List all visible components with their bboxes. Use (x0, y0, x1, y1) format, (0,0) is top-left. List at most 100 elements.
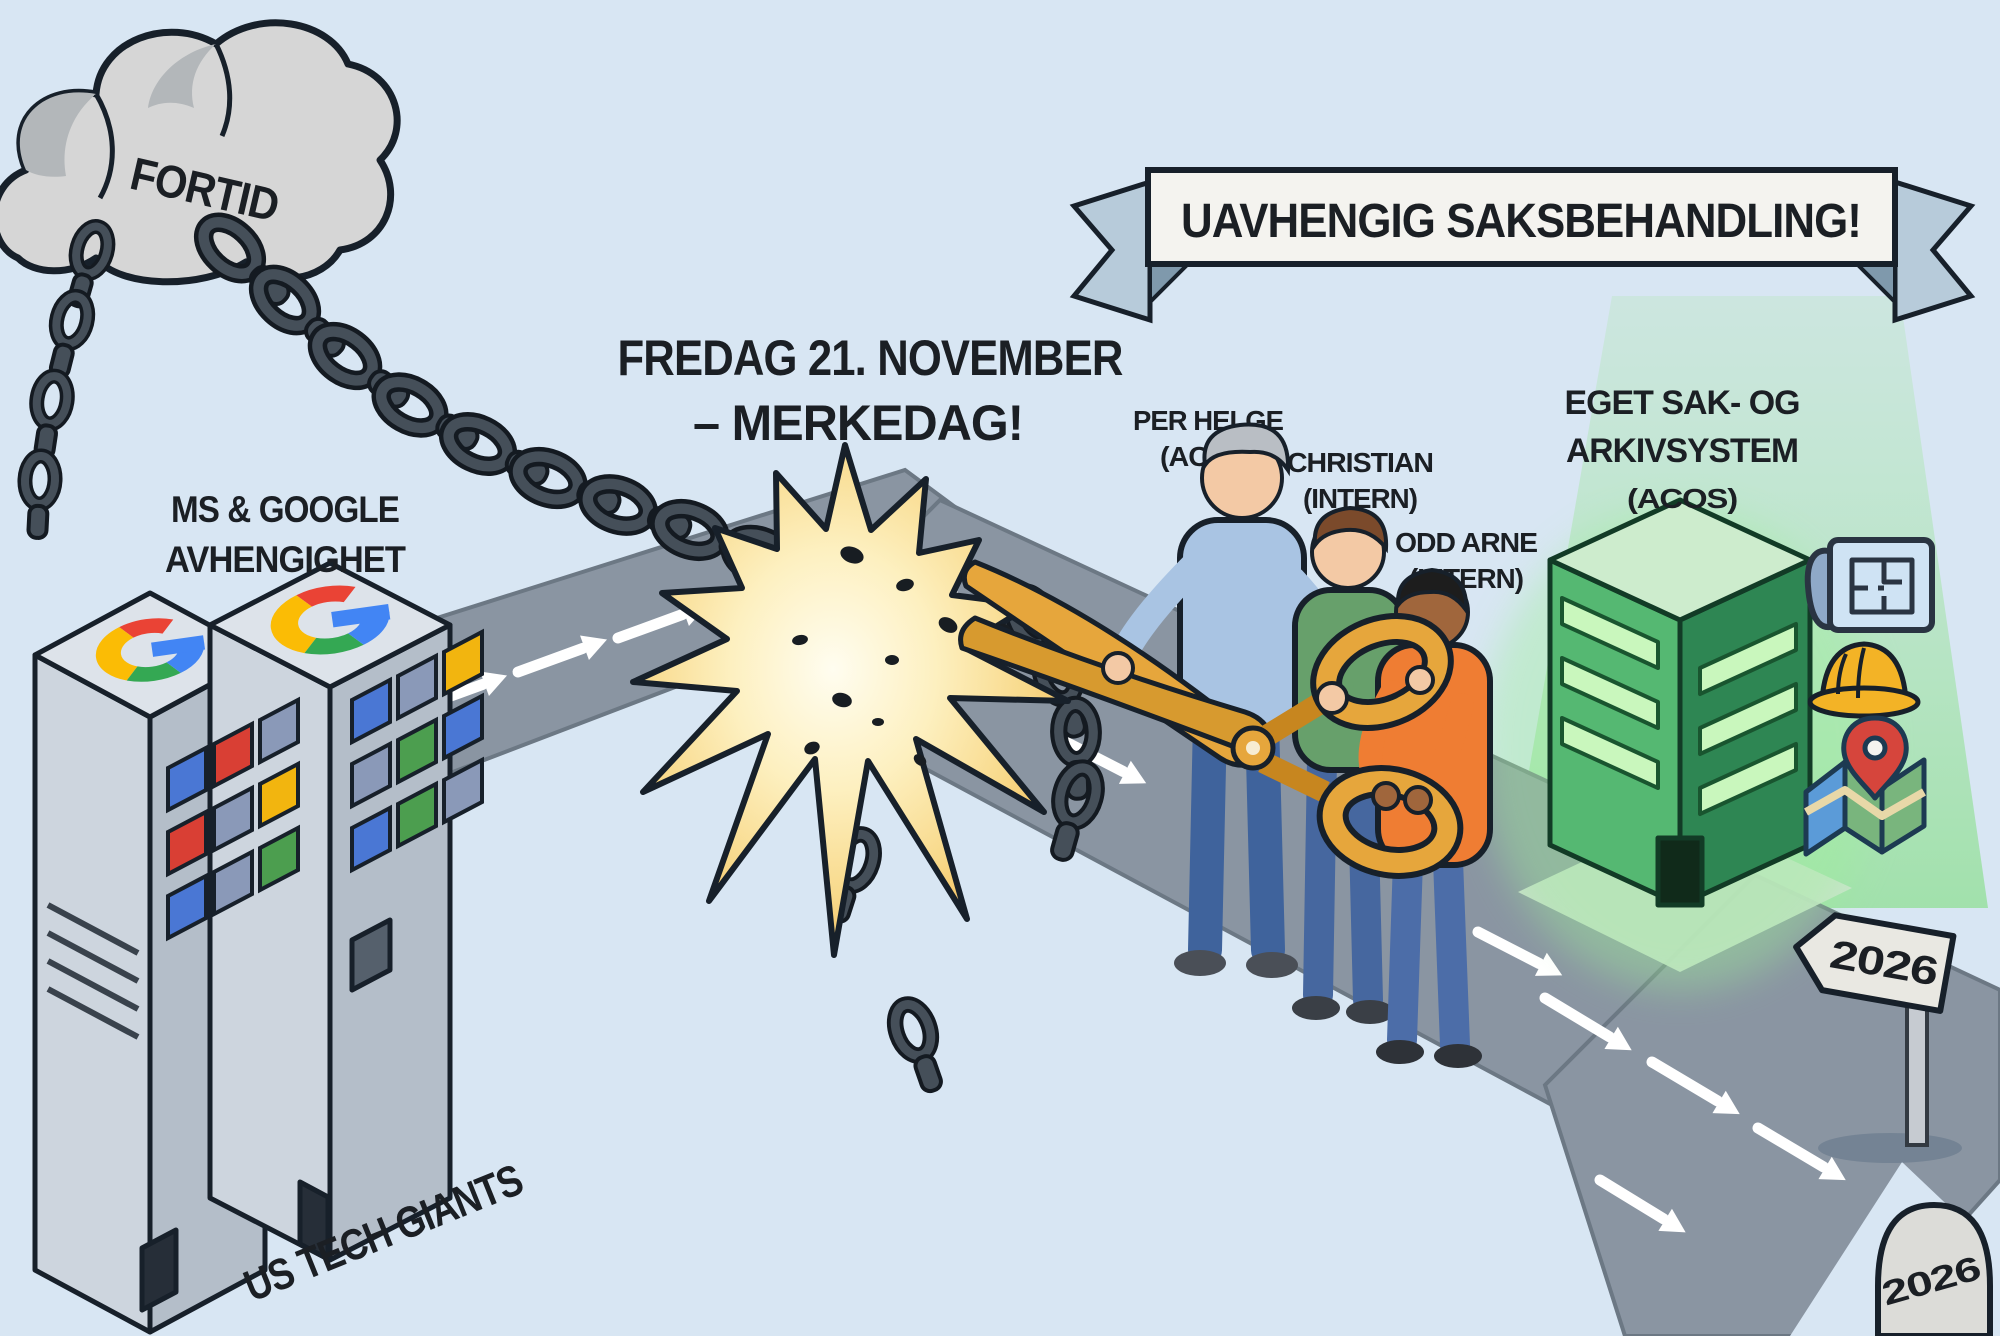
tower-window (258, 760, 300, 830)
road-arrow (1472, 926, 1563, 976)
chain-link (1050, 821, 1080, 862)
shoe (1346, 1000, 1394, 1024)
chain-link (438, 412, 518, 476)
road-arrow (512, 635, 608, 678)
chain-link (68, 219, 116, 281)
tower-window (212, 720, 254, 790)
acos-window (1698, 742, 1798, 816)
location-pin-icon (1841, 715, 1909, 801)
gray-hair (1202, 422, 1291, 477)
chain-link (193, 212, 267, 284)
person-label-christian: CHRISTIAN (1287, 447, 1433, 478)
hand (1315, 681, 1349, 715)
acos-window (1560, 656, 1660, 730)
tower-left-hatch (46, 902, 140, 1040)
chain-link (913, 1054, 943, 1094)
acos-window (1560, 596, 1660, 670)
tower-window (350, 676, 392, 746)
acos-window (1560, 716, 1660, 790)
tower-window (396, 652, 438, 722)
blueprint-icon (1804, 537, 1935, 633)
acos-building-door (1655, 835, 1705, 908)
signpost-board (1793, 912, 1957, 1014)
tower-window (212, 784, 254, 854)
hand (1101, 651, 1135, 685)
fortid-cloud: FORTID (0, 19, 401, 286)
tower-left-door (139, 1227, 179, 1313)
acos-building (1547, 497, 1813, 908)
tower-window (166, 808, 208, 878)
tower-window (396, 780, 438, 850)
acos-window (1698, 622, 1798, 696)
banner-caption: UAVHENGIG SAKSBEHANDLING! (1181, 195, 1861, 248)
chain-fragment (832, 692, 852, 708)
chain-break-starburst (630, 442, 1071, 958)
chain-fragment (792, 634, 808, 646)
shoe (1246, 952, 1298, 978)
date-caption-line2: – MERKEDAG! (693, 395, 1023, 451)
scissors-lower-blade (958, 615, 1275, 755)
system-caption-line2: ARKIVSYSTEM (1566, 432, 1798, 470)
google-logo-icon (95, 618, 206, 682)
black-hair (1395, 567, 1469, 616)
tower-window (442, 692, 484, 762)
hand (1403, 785, 1433, 815)
acos-window (1698, 682, 1798, 756)
tower-window (350, 740, 392, 810)
google-logo-icon (270, 585, 391, 655)
chain-fragment (840, 546, 864, 564)
chain-link (307, 321, 383, 391)
tower-window (442, 628, 484, 698)
ribbon-banner: UAVHENGIG SAKSBEHANDLING! (1069, 167, 1976, 324)
tower-window (166, 744, 208, 814)
dependency-caption-line2: AVHENGIGHET (165, 539, 406, 580)
chain-link (1051, 759, 1105, 831)
chain-link (886, 996, 940, 1064)
road-arrow (1594, 1174, 1686, 1233)
hand (1371, 781, 1401, 811)
shoe (1174, 950, 1226, 976)
tower-right-dark-window (349, 917, 393, 993)
road-arrow (1646, 1056, 1740, 1115)
signpost-2026: 2026 (1793, 912, 1962, 1163)
banner-face (1145, 167, 1898, 267)
tower-windows (166, 628, 484, 942)
acos-building-roof (1547, 497, 1813, 623)
tower-window (442, 756, 484, 826)
chain-fragment (885, 655, 899, 665)
system-caption-line3: (ACOS) (1627, 483, 1737, 514)
shoe (1376, 1040, 1424, 1064)
tower-window (350, 804, 392, 874)
road-arrow (1539, 992, 1632, 1051)
dependency-caption-line1: MS & GOOGLE (171, 489, 399, 530)
chain-fragment (896, 578, 914, 592)
brown-hair (1312, 505, 1389, 554)
tower-window (212, 848, 254, 918)
chain-fragment (872, 718, 884, 726)
person-label-odd-arne: ODD ARNE (1395, 527, 1537, 558)
system-caption-line1: EGET SAK- OG (1565, 384, 1800, 422)
tower-right-door (297, 1179, 331, 1262)
chain-link (26, 503, 50, 540)
map-icon (1803, 715, 1927, 857)
tower-window (258, 824, 300, 894)
tower-window (396, 716, 438, 786)
chain-fragment (913, 754, 927, 766)
chain-link (578, 474, 658, 536)
chain (17, 219, 116, 540)
hand (1405, 665, 1435, 695)
chain (886, 996, 943, 1094)
milestone-2026: 2026 (1875, 1201, 1993, 1336)
hardhat-icon (1807, 641, 1921, 719)
chain-link (1050, 695, 1102, 769)
chain-link (248, 264, 322, 336)
road-arrow (1752, 1122, 1846, 1181)
shoe (1434, 1044, 1482, 1068)
date-caption-line1: FREDAG 21. NOVEMBER (618, 330, 1124, 386)
chain-link (508, 446, 588, 510)
chain-fragment (938, 617, 958, 633)
shoe (1292, 996, 1340, 1020)
milestone-stone (1875, 1201, 1993, 1336)
